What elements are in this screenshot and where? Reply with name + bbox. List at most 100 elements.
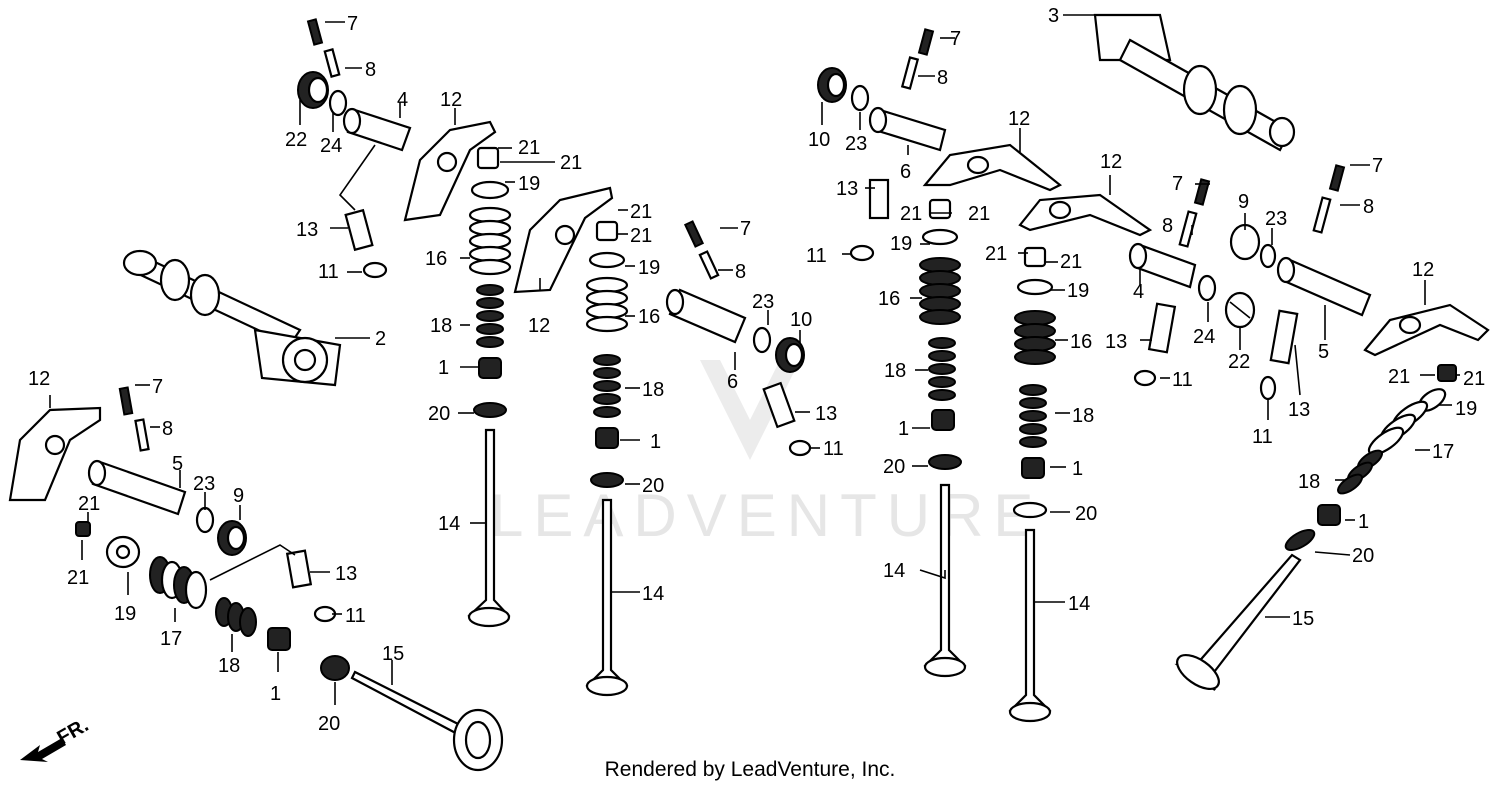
label-12: 12 xyxy=(1100,151,1122,173)
label-1: 1 xyxy=(270,683,281,705)
label-17: 17 xyxy=(1432,441,1454,463)
lifter-13 xyxy=(285,549,313,589)
label-21: 21 xyxy=(67,567,89,589)
rocker-arm xyxy=(922,143,1063,192)
label-6: 6 xyxy=(900,161,911,183)
label-13: 13 xyxy=(815,403,837,425)
adjust-screw xyxy=(118,386,150,452)
label-7: 7 xyxy=(1372,155,1383,177)
label-12: 12 xyxy=(1412,259,1434,281)
lifter-13 xyxy=(868,178,890,220)
label-21: 21 xyxy=(78,493,100,515)
label-20: 20 xyxy=(642,475,664,497)
leader-lines xyxy=(49,14,1460,705)
label-1: 1 xyxy=(1072,458,1083,480)
label-15: 15 xyxy=(1292,608,1314,630)
label-8: 8 xyxy=(735,261,746,283)
clip-11 xyxy=(1259,375,1277,401)
label-21: 21 xyxy=(1388,366,1410,388)
label-7: 7 xyxy=(950,28,961,50)
label-11: 11 xyxy=(345,605,366,627)
label-18: 18 xyxy=(1298,471,1320,493)
o-ring-23 xyxy=(1259,243,1277,269)
label-5: 5 xyxy=(1318,341,1329,363)
label-14: 14 xyxy=(883,560,905,582)
label-20: 20 xyxy=(1352,545,1374,567)
label-12: 12 xyxy=(28,368,50,390)
label-19: 19 xyxy=(518,173,540,195)
label-7: 7 xyxy=(152,376,163,398)
label-18: 18 xyxy=(884,360,906,382)
label-22: 22 xyxy=(285,129,307,151)
adjust-screw xyxy=(306,18,341,78)
label-20: 20 xyxy=(1075,503,1097,525)
label-18: 18 xyxy=(430,315,452,337)
label-8: 8 xyxy=(162,418,173,440)
label-2: 2 xyxy=(375,328,386,350)
label-16: 16 xyxy=(878,288,900,310)
rocker-shaft xyxy=(1128,242,1197,289)
label-18: 18 xyxy=(218,655,240,677)
label-21: 21 xyxy=(968,203,990,225)
label-13: 13 xyxy=(1105,331,1127,353)
label-1: 1 xyxy=(650,431,661,453)
label-12: 12 xyxy=(1008,108,1030,130)
label-11: 11 xyxy=(806,245,827,267)
camshaft-right xyxy=(1093,13,1296,152)
lifter-13 xyxy=(762,381,796,429)
rocker-arm xyxy=(8,406,102,502)
label-13: 13 xyxy=(335,563,357,585)
adjust-screw xyxy=(683,220,720,280)
label-8: 8 xyxy=(1162,215,1173,237)
rocker-arm xyxy=(513,186,614,294)
label-3: 3 xyxy=(1048,5,1059,27)
label-24: 24 xyxy=(1193,326,1215,348)
valve-stack-c xyxy=(919,198,967,678)
label-14: 14 xyxy=(438,513,460,535)
label-18: 18 xyxy=(642,379,664,401)
clip-11 xyxy=(788,439,812,457)
o-ring-23 xyxy=(195,506,215,534)
cap-22-right xyxy=(1224,291,1256,329)
valve-stack-a xyxy=(467,146,512,628)
cap-10 xyxy=(817,67,847,103)
rocker-shaft xyxy=(868,106,947,152)
clip-11 xyxy=(849,244,875,262)
label-16: 16 xyxy=(638,306,660,328)
label-23: 23 xyxy=(1265,208,1287,230)
lifter-13 xyxy=(344,208,374,252)
label-12: 12 xyxy=(440,89,462,111)
valve-stack-e xyxy=(1174,364,1457,691)
label-14: 14 xyxy=(642,583,664,605)
label-9: 9 xyxy=(233,485,244,507)
rocker-shaft xyxy=(342,107,412,152)
label-8: 8 xyxy=(937,67,948,89)
label-21: 21 xyxy=(900,203,922,225)
label-16: 16 xyxy=(425,248,447,270)
cap-10 xyxy=(775,337,805,373)
label-21: 21 xyxy=(560,152,582,174)
cap-22-left xyxy=(297,71,329,109)
label-9: 9 xyxy=(1238,191,1249,213)
label-13: 13 xyxy=(836,178,858,200)
cap-9 xyxy=(1229,223,1261,261)
rocker-shaft xyxy=(665,288,747,344)
label-21: 21 xyxy=(518,137,540,159)
rocker-arm xyxy=(403,120,497,222)
label-1: 1 xyxy=(898,418,909,440)
label-11: 11 xyxy=(318,261,339,283)
valve-stack-f xyxy=(75,521,504,772)
rocker-arm xyxy=(1018,193,1153,237)
callout-labels: 7 8 4 12 22 24 21 21 19 13 11 16 18 1 20… xyxy=(28,5,1485,735)
rocker-shaft xyxy=(1276,256,1372,317)
label-14: 14 xyxy=(1068,593,1090,615)
label-20: 20 xyxy=(428,403,450,425)
label-10: 10 xyxy=(808,129,830,151)
o-ring-23 xyxy=(752,326,772,354)
label-19: 19 xyxy=(890,233,912,255)
valve-stack-b xyxy=(585,220,629,697)
valve-stack-d xyxy=(1008,246,1056,723)
lifter-13 xyxy=(1269,309,1299,365)
label-20: 20 xyxy=(318,713,340,735)
